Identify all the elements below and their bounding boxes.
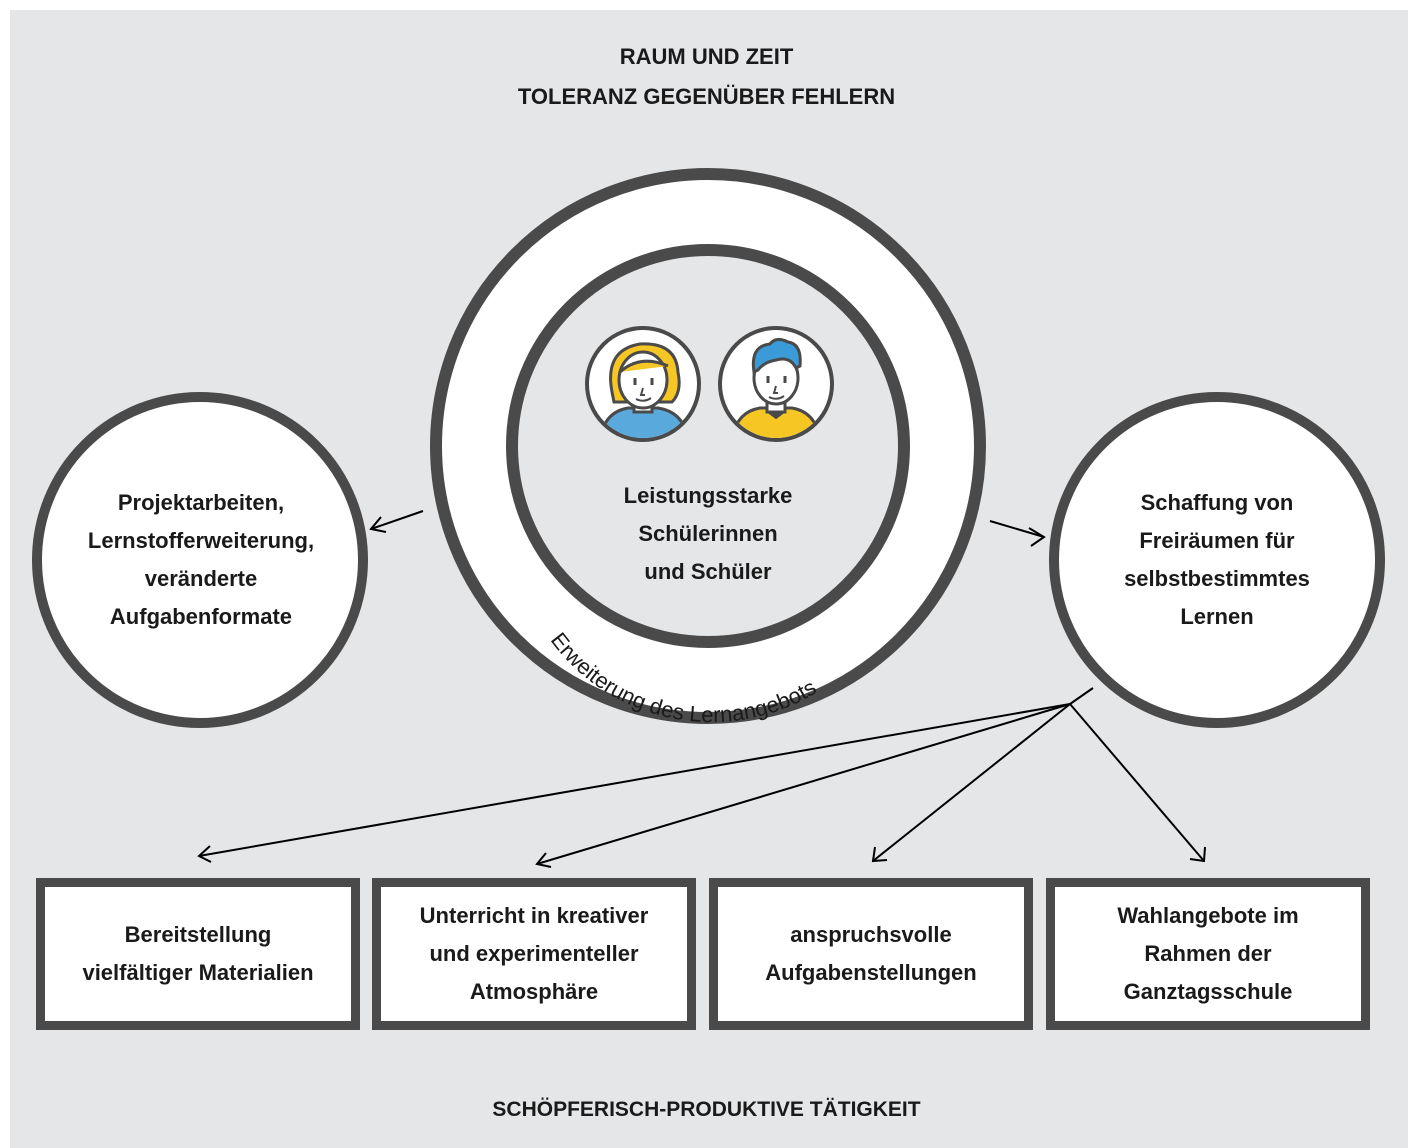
box-line: Rahmen der [1144, 941, 1272, 966]
box-line: Aufgabenstellungen [765, 960, 977, 985]
center-label-line: Leistungsstarke [623, 483, 793, 508]
box-creative-teaching: Unterricht in kreativer und experimentel… [372, 878, 696, 1030]
left-circle-line: veränderte [144, 566, 258, 591]
center-label-line: Schülerinnen [638, 521, 778, 546]
right-circle-line: selbstbestimmtes [1124, 566, 1310, 591]
right-circle-line: Lernen [1180, 604, 1254, 629]
right-circle [1049, 392, 1385, 728]
right-circle-label: Schaffung von Freiräumen für selbstbesti… [1058, 480, 1376, 640]
left-circle-line: Projektarbeiten, [117, 490, 285, 515]
left-circle-label: Projektarbeiten, Lernstofferweiterung, v… [42, 480, 360, 640]
box-elective-offers: Wahlangebote im Rahmen der Ganztagsschul… [1046, 878, 1370, 1030]
left-circle-line: Lernstofferweiterung, [87, 528, 315, 553]
center-label-line: und Schüler [644, 559, 772, 584]
box-line: Wahlangebote im [1117, 903, 1299, 928]
box-line: Atmosphäre [469, 979, 599, 1004]
box-line: Bereitstellung [124, 922, 272, 947]
center-label: Leistungsstarke Schülerinnen und Schüler [558, 474, 858, 594]
left-circle [32, 392, 368, 728]
male-student-icon [718, 326, 834, 442]
arrows [197, 510, 1206, 868]
box-line: und experimenteller [429, 941, 639, 966]
box-line: anspruchsvolle [790, 922, 952, 947]
right-circle-line: Freiräumen für [1139, 528, 1295, 553]
left-circle-line: Aufgabenformate [109, 604, 293, 629]
box-demanding-tasks: anspruchsvolle Aufgabenstellungen [709, 878, 1033, 1030]
footer-label: SCHÖPFERISCH-PRODUKTIVE TÄTIGKEIT [492, 1098, 921, 1121]
box-materials: Bereitstellung vielfältiger Materialien [36, 878, 360, 1030]
box-line: vielfältiger Materialien [82, 960, 314, 985]
box-line: Ganztagsschule [1123, 979, 1293, 1004]
female-student-icon [585, 326, 701, 442]
box-line: Unterricht in kreativer [419, 903, 649, 928]
header-line-2: TOLERANZ GEGENÜBER FEHLERN [517, 84, 896, 109]
header-line-1: RAUM UND ZEIT [619, 44, 794, 69]
right-circle-line: Schaffung von [1140, 490, 1294, 515]
